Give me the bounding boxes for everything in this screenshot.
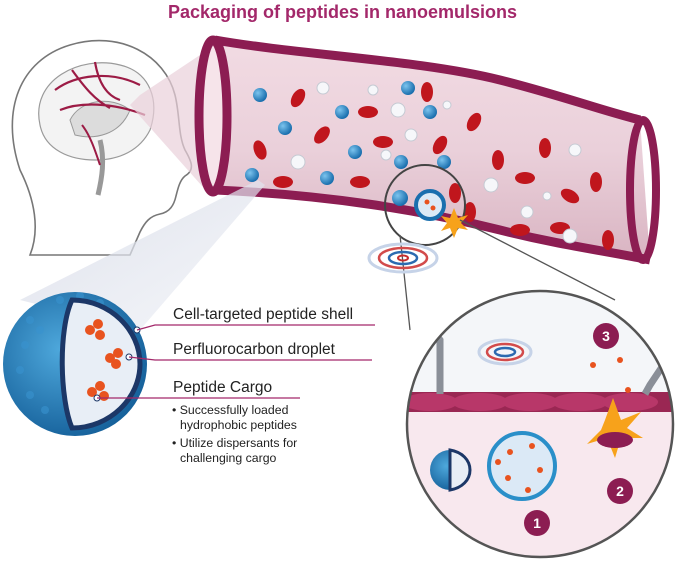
step-badge-1: 1 bbox=[524, 510, 550, 536]
step-badge-2: 2 bbox=[607, 478, 633, 504]
projection-head bbox=[130, 45, 215, 195]
bullet-loaded-peptides: • Successfully loaded hydrophobic peptid… bbox=[172, 403, 297, 432]
label-peptide-cargo: Peptide Cargo bbox=[173, 379, 273, 396]
large-droplet bbox=[3, 292, 147, 436]
red-blood-cells bbox=[253, 82, 614, 250]
label-peptide-shell: Cell-targeted peptide shell bbox=[173, 306, 354, 323]
zoom-circle bbox=[405, 289, 675, 559]
nanoemulsion-droplets bbox=[245, 81, 451, 206]
label-perfluorocarbon-droplet: Perfluorocarbon droplet bbox=[173, 341, 335, 358]
leader-lines bbox=[97, 324, 375, 399]
ultrasound-waves bbox=[367, 242, 439, 274]
blood-vessel bbox=[194, 35, 660, 265]
bullet-dispersants: • Utilize dispersants for challenging ca… bbox=[172, 436, 298, 465]
head-silhouette bbox=[11, 39, 193, 256]
magnifier-small bbox=[384, 164, 468, 246]
diagram-title: Packaging of peptides in nanoemulsions bbox=[167, 2, 518, 22]
cargo-bullets: • Successfully loaded hydrophobic peptid… bbox=[172, 403, 348, 469]
step-badge-3: 3 bbox=[593, 323, 619, 349]
white-cells bbox=[290, 81, 582, 244]
